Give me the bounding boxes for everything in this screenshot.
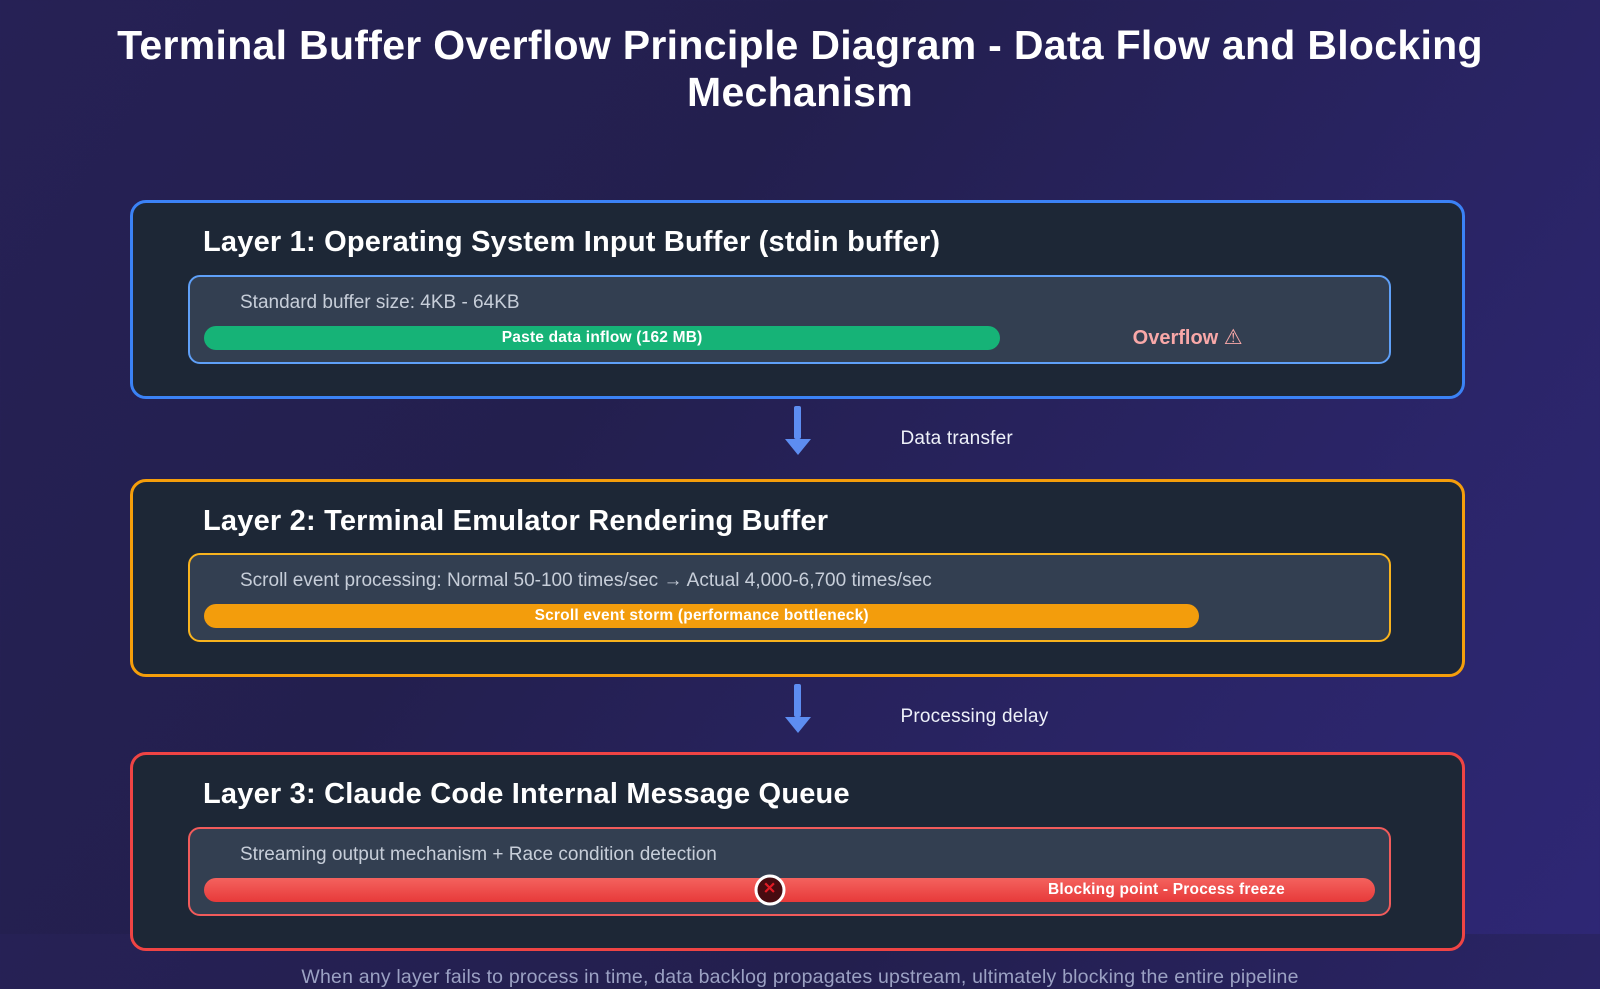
overflow-warning-label: Overflow ⚠ xyxy=(1132,326,1243,350)
layer-1-box: Layer 1: Operating System Input Buffer (… xyxy=(130,200,1465,399)
layer-2-bar-row: Scroll event storm (performance bottlene… xyxy=(204,604,1375,629)
layer-3-bar-row: ✕ Blocking point - Process freeze xyxy=(204,874,1375,906)
layer-1-title: Layer 1: Operating System Input Buffer (… xyxy=(203,226,941,258)
blocking-point-bar: ✕ Blocking point - Process freeze xyxy=(204,874,1375,906)
layer-3-box: Layer 3: Claude Code Internal Message Qu… xyxy=(130,752,1465,951)
scroll-storm-bar: Scroll event storm (performance bottlene… xyxy=(204,604,1200,629)
blocked-x-icon: ✕ xyxy=(754,874,786,906)
connector-2-label: Processing delay xyxy=(900,706,1049,728)
arrow-down-icon xyxy=(794,405,801,439)
layer-2-title: Layer 2: Terminal Emulator Rendering Buf… xyxy=(203,504,829,537)
layer-1-bar-row: Paste data inflow (162 MB) Overflow ⚠ xyxy=(204,325,1375,350)
connector-1-label: Data transfer xyxy=(900,427,1013,449)
page-title: Terminal Buffer Overflow Principle Diagr… xyxy=(117,22,1483,115)
paste-inflow-bar-label: Paste data inflow (162 MB) xyxy=(501,328,703,346)
blocking-point-bar-label: Blocking point - Process freeze xyxy=(1047,880,1285,898)
layer-2-inner-panel: Scroll event processing: Normal 50-100 t… xyxy=(188,553,1391,643)
connector-1: Data transfer xyxy=(130,405,1465,479)
connector-2: Processing delay xyxy=(130,684,1465,752)
layer-2-box: Layer 2: Terminal Emulator Rendering Buf… xyxy=(130,478,1465,678)
arrow-down-icon xyxy=(794,684,801,718)
layer-1-inner-panel: Standard buffer size: 4KB - 64KB Paste d… xyxy=(188,274,1391,364)
layer-3-title: Layer 3: Claude Code Internal Message Qu… xyxy=(203,778,850,811)
footer-note: When any layer fails to process in time,… xyxy=(301,965,1299,988)
layer-1-info-label: Standard buffer size: 4KB - 64KB xyxy=(240,291,520,313)
scroll-storm-bar-label: Scroll event storm (performance bottlene… xyxy=(534,607,869,625)
layer-3-inner-panel: Streaming output mechanism + Race condit… xyxy=(188,826,1391,916)
layer-2-info-label: Scroll event processing: Normal 50-100 t… xyxy=(240,570,932,592)
layer-3-info-label: Streaming output mechanism + Race condit… xyxy=(240,843,717,865)
warning-icon: ⚠ xyxy=(1223,326,1243,350)
paste-inflow-bar: Paste data inflow (162 MB) xyxy=(204,325,1001,350)
diagram-stack: Layer 1: Operating System Input Buffer (… xyxy=(130,200,1465,951)
